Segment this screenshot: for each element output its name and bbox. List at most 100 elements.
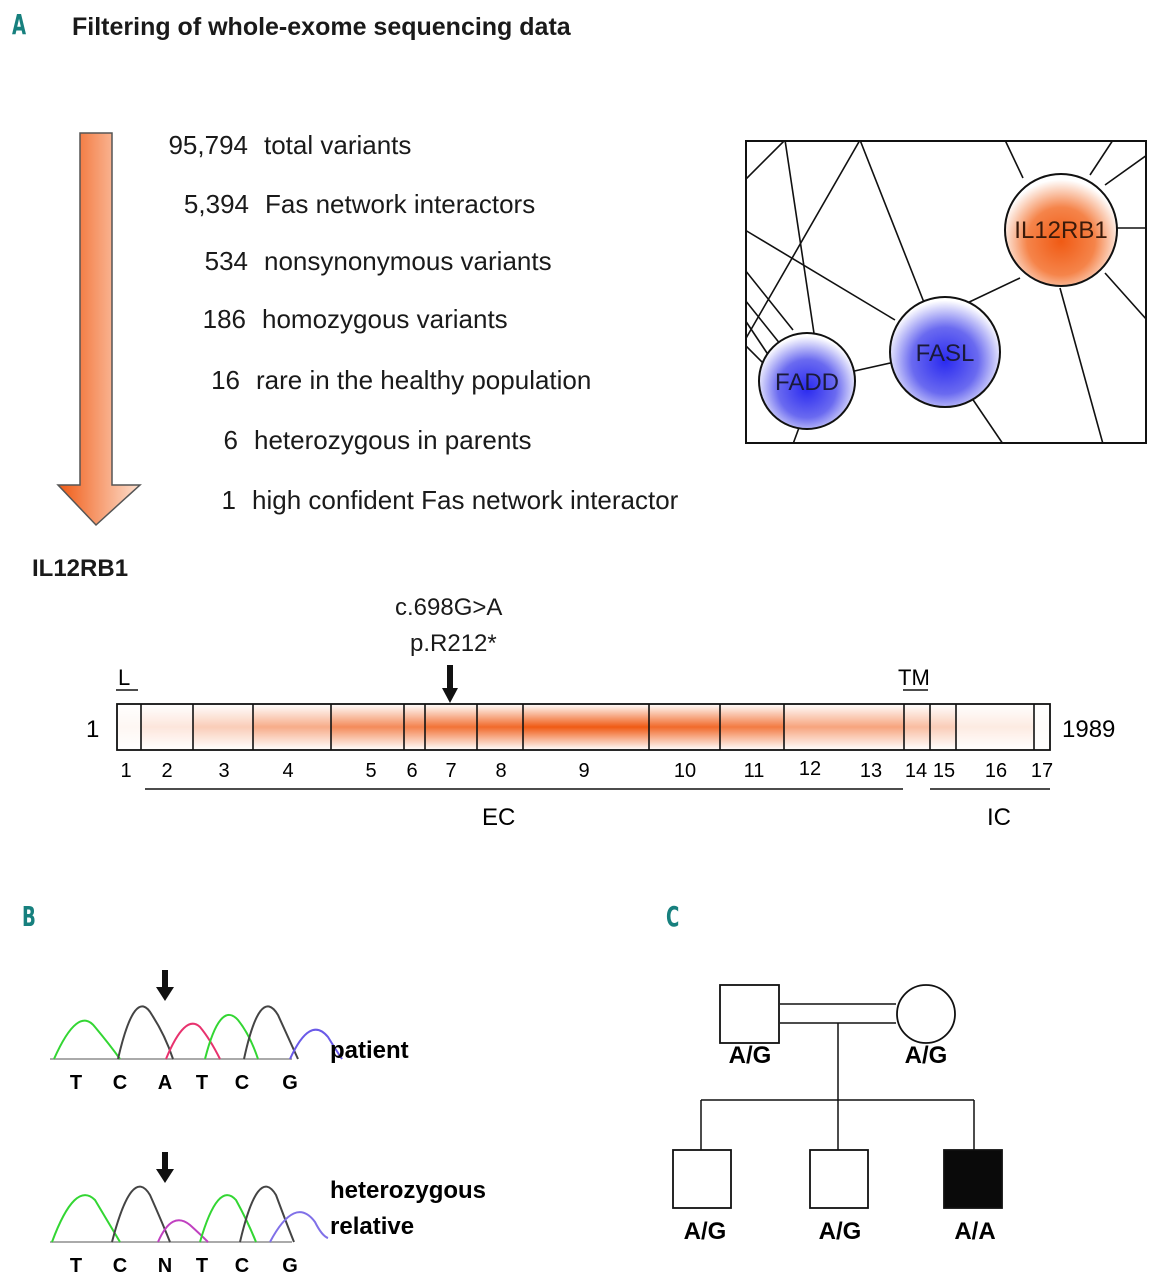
filter-step: 5,394 Fas network interactors: [139, 189, 535, 220]
pedigree-mother: A/G: [896, 984, 956, 1069]
filter-step: 95,794 total variants: [138, 130, 411, 161]
step-count: 95,794: [168, 130, 248, 160]
exon-bar: [116, 703, 1051, 751]
mutation-cdna: c.698G>A: [395, 594, 503, 621]
protein-end-label: 1989: [1062, 716, 1115, 743]
pedigree-chart: A/G A/G A/G A/G A/A: [672, 984, 1003, 1245]
fas-network-diagram: IL12RB1 FASL FADD: [745, 140, 1147, 444]
network-node-fasl: FASL: [889, 296, 1001, 408]
filter-step: 534 nonsynonymous variants: [138, 246, 552, 277]
base-call-label: T: [70, 1072, 82, 1094]
base-call-label: C: [113, 1072, 127, 1094]
node-label: FASL: [916, 340, 975, 367]
exon-number-label: 15: [933, 760, 955, 782]
exon-number-label: 14: [905, 760, 927, 782]
exon-number-label: 7: [445, 760, 456, 782]
step-count: 534: [204, 246, 248, 276]
base-call-label: G: [282, 1072, 298, 1094]
exon-number-label: 1: [120, 760, 131, 782]
filter-step: 186 homozygous variants: [136, 304, 508, 335]
exon-number-label: 13: [860, 760, 882, 782]
step-count: 186: [202, 304, 246, 334]
chromatogram-relative: heterozygous relative T C N T C G: [50, 1152, 486, 1275]
network-frame: [745, 140, 1147, 444]
step-label: homozygous variants: [262, 304, 508, 334]
domain-label-l: L: [118, 665, 130, 690]
base-call-label: C: [113, 1255, 127, 1275]
network-node-il12rb1: IL12RB1: [1004, 173, 1118, 287]
step-label: nonsynonymous variants: [264, 246, 552, 276]
filter-step: 1 high confident Fas network interactor: [126, 485, 679, 516]
pedigree-child-2: A/G: [809, 1149, 869, 1245]
mutation-arrow-icon: [442, 665, 458, 703]
filter-arrow: [56, 132, 142, 527]
domain-label-ic: IC: [987, 804, 1011, 831]
step-count: 5,394: [183, 189, 249, 219]
panel-b-letter: B: [22, 900, 36, 933]
step-label: heterozygous in parents: [254, 425, 532, 455]
exon-number-label: 12: [799, 758, 821, 780]
pedigree-child-3-affected: A/A: [943, 1149, 1003, 1245]
network-node-fadd: FADD: [758, 332, 856, 430]
male-square-icon: [809, 1149, 869, 1209]
exon-number-label: 4: [282, 760, 293, 782]
genotype-label: A/G: [684, 1218, 727, 1245]
variant-arrow-icon: [156, 1152, 174, 1183]
protein-start-label: 1: [86, 716, 99, 743]
exon-number-label: 9: [578, 760, 589, 782]
chromatogram-patient: patient T C A T C G: [50, 970, 409, 1094]
down-arrow-icon: [56, 132, 142, 527]
base-call-label: G: [282, 1255, 298, 1275]
step-count: 16: [211, 365, 240, 395]
node-label: IL12RB1: [1014, 217, 1107, 244]
base-call-label: T: [196, 1072, 208, 1094]
base-call-label: T: [196, 1255, 208, 1275]
exon-number-label: 2: [161, 760, 172, 782]
gene-name: IL12RB1: [32, 555, 129, 582]
exon-number-label: 11: [744, 760, 765, 782]
node-label: FADD: [775, 369, 839, 396]
exon-number-label: 5: [365, 760, 376, 782]
base-call-label: C: [235, 1255, 249, 1275]
mutation-protein: p.R212*: [410, 630, 497, 657]
base-call-label: N: [158, 1255, 172, 1275]
affected-male-square-icon: [943, 1149, 1003, 1209]
filter-step: 16 rare in the healthy population: [130, 365, 591, 396]
domain-label-ec: EC: [482, 804, 515, 831]
exon-number-label: 17: [1031, 760, 1053, 782]
filter-step: 6 heterozygous in parents: [128, 425, 532, 456]
step-label: total variants: [264, 130, 412, 160]
exon-bar-shading: [117, 704, 1050, 750]
base-call-label: A: [158, 1072, 172, 1094]
exon-bar-outline: [116, 703, 1051, 751]
step-count: 6: [223, 425, 238, 455]
step-count: 1: [221, 485, 236, 515]
exon-number-label: 8: [495, 760, 506, 782]
panel-c-letter: C: [666, 900, 680, 933]
genotype-label: A/G: [905, 1042, 948, 1069]
step-label: rare in the healthy population: [256, 365, 592, 395]
exon-number-label: 3: [218, 760, 229, 782]
female-circle-icon: [896, 984, 956, 1044]
domain-label-tm: TM: [898, 665, 930, 690]
panel-a-title: Filtering of whole-exome sequencing data: [72, 13, 571, 41]
step-label: high confident Fas network interactor: [252, 485, 679, 515]
male-square-icon: [719, 984, 780, 1044]
trace-label-relative-2: relative: [330, 1213, 414, 1240]
base-call-label: C: [235, 1072, 249, 1094]
base-call-label: T: [70, 1255, 82, 1275]
exon-number-label: 10: [674, 760, 696, 782]
chromatogram-panel: patient T C A T C G heterozygous relative T C N…: [50, 970, 486, 1275]
trace-label-relative-1: heterozygous: [330, 1177, 486, 1204]
male-square-icon: [672, 1149, 732, 1209]
step-label: Fas network interactors: [265, 189, 536, 219]
variant-arrow-icon: [156, 970, 174, 1001]
trace-label-patient: patient: [330, 1037, 409, 1064]
genotype-label: A/G: [729, 1042, 772, 1069]
genotype-label: A/A: [954, 1218, 995, 1245]
genotype-label: A/G: [819, 1218, 862, 1245]
